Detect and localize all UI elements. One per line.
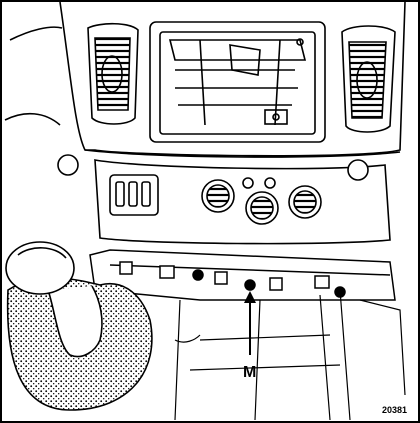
right-air-vent [341, 25, 396, 133]
reference-number: 20381 [382, 405, 407, 415]
left-air-vent [87, 22, 139, 125]
gear-lever [5, 241, 153, 411]
callout-m: M [243, 291, 256, 381]
lower-console [89, 249, 396, 301]
radio-aperture [149, 21, 326, 143]
callout-label: M [243, 364, 256, 381]
dashboard-upper-panel [4, 1, 406, 158]
lower-structure-lines [174, 289, 406, 421]
heater-control-panel [57, 154, 391, 245]
